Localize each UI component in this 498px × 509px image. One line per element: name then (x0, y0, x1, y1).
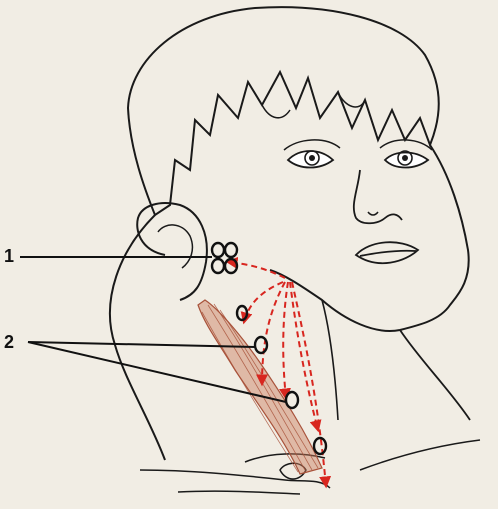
sternocleidomastoid-muscle (198, 300, 322, 474)
left-eye (284, 140, 340, 168)
hair-outline (128, 7, 439, 215)
nostril (368, 212, 378, 215)
point-1-lower-right (225, 259, 237, 273)
label-2: 2 (4, 332, 14, 352)
mouth (356, 242, 418, 263)
point-1-lower-left (212, 259, 224, 273)
point-2-d (314, 438, 326, 454)
ear (137, 203, 207, 300)
point-1-upper-right (225, 243, 237, 257)
point-1-upper-left (212, 243, 224, 257)
nose (354, 170, 402, 223)
point-2-a (237, 306, 247, 320)
neck-front (322, 300, 338, 420)
face-outline (270, 145, 469, 331)
point-2-b (255, 337, 267, 353)
ear-inner (158, 225, 192, 268)
shoulder-right (360, 440, 480, 470)
right-eye (380, 140, 432, 168)
point-2-c (286, 392, 298, 408)
label-1: 1 (4, 246, 14, 266)
jaw-line (400, 330, 470, 420)
